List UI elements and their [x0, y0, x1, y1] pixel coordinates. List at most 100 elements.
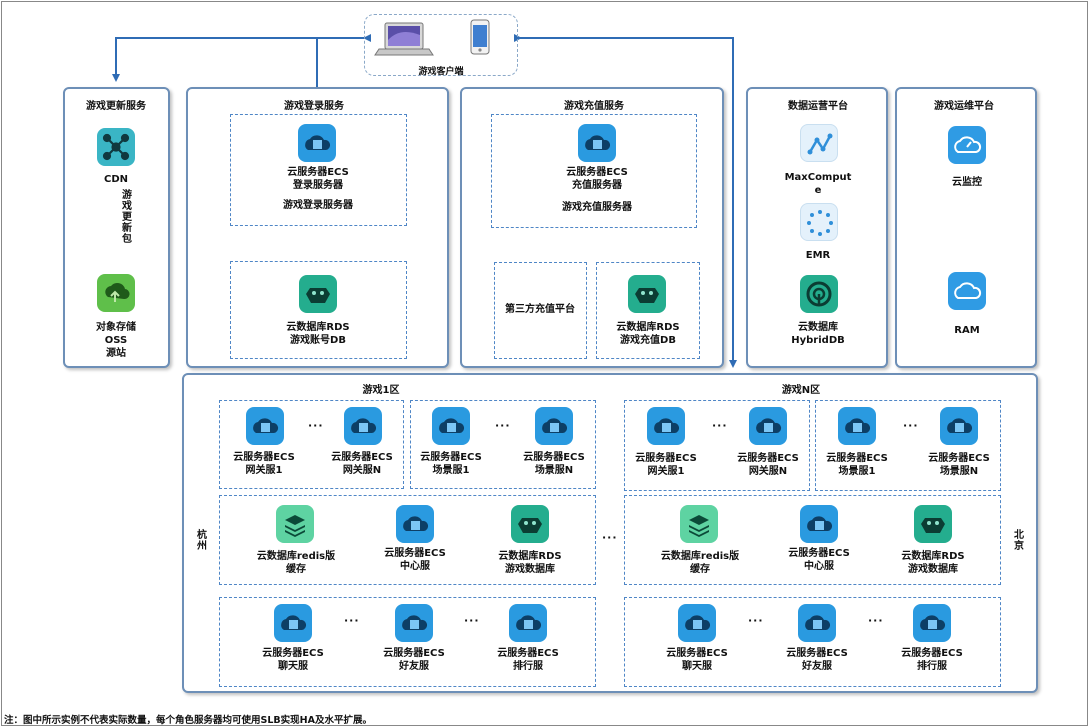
login-service-panel: [186, 87, 449, 368]
ram-label: RAM: [954, 325, 980, 336]
ecs-icon: [396, 505, 434, 543]
ecs-icon: [509, 604, 547, 642]
redis-icon: [276, 505, 314, 543]
ecs-icon: [749, 407, 787, 445]
z1-gateway-group: [219, 400, 404, 489]
ellipsis: ···: [748, 614, 764, 627]
z1-center-line2: 中心服: [400, 561, 430, 572]
login-service-title: 游戏登录服务: [284, 101, 344, 112]
zN-center-line2: 中心服: [804, 561, 834, 572]
z1-gwN-line1: 云服务器ECS: [331, 452, 393, 463]
laptop-phone-icon: [374, 19, 490, 56]
ecs-icon: [647, 407, 685, 445]
ellipsis: ···: [712, 419, 728, 432]
ellipsis: ···: [495, 419, 511, 432]
rds-icon: [628, 275, 666, 313]
z1-core-group: [219, 495, 596, 585]
arrow-client-update: [112, 34, 371, 82]
z1-scene1-line2: 场景服1: [432, 465, 470, 476]
z1-sceneN-line2: 场景服N: [534, 465, 574, 476]
z1-rds-line1: 云数据库RDS: [498, 551, 562, 562]
cloud-monitor-label: 云监控: [952, 177, 982, 188]
ram-icon: [948, 272, 986, 310]
z1-center-line1: 云服务器ECS: [384, 548, 446, 559]
pay-ecs-line1: 云服务器ECS: [566, 167, 628, 178]
data-platform-title: 数据运营平台: [788, 101, 848, 112]
oss-line1: 对象存储: [96, 322, 136, 333]
zone-ellipsis: ···: [602, 531, 618, 544]
zN-friend-line1: 云服务器ECS: [786, 648, 848, 659]
zN-sceneN-line2: 场景服N: [939, 466, 979, 477]
cdn-label: CDN: [103, 174, 129, 185]
ecs-icon: [298, 124, 336, 162]
login-rds-line2: 游戏账号DB: [290, 335, 346, 346]
maxcompute-line1: MaxComput: [784, 172, 852, 183]
rds-icon: [511, 505, 549, 543]
ecs-icon: [940, 407, 978, 445]
ecs-icon: [246, 407, 284, 445]
oss-icon: [97, 274, 135, 312]
zN-scene-group: [815, 400, 1001, 491]
z1-friend-line2: 好友服: [399, 661, 429, 672]
ecs-icon: [344, 407, 382, 445]
emr-icon: [800, 203, 838, 241]
ellipsis: ···: [903, 419, 919, 432]
zN-social-group: [624, 597, 1001, 687]
zN-gateway-group: [624, 400, 810, 491]
ecs-icon: [395, 604, 433, 642]
maxcompute-icon: [800, 124, 838, 162]
login-server-group: [230, 114, 407, 226]
zN-friend-line2: 好友服: [802, 661, 832, 672]
z1-rank-line2: 排行服: [513, 661, 543, 672]
ellipsis: ···: [868, 614, 884, 627]
city-beijing: 北京: [1014, 530, 1024, 552]
update-service-title: 游戏更新服务: [86, 101, 146, 112]
pay-rds-line1: 云数据库RDS: [616, 322, 680, 333]
ecs-icon: [535, 407, 573, 445]
login-ecs-line1: 云服务器ECS: [287, 167, 349, 178]
ecs-icon: [800, 505, 838, 543]
ellipsis: ···: [308, 419, 324, 432]
zN-scene1-line1: 云服务器ECS: [826, 453, 888, 464]
rds-icon: [299, 275, 337, 313]
zoneN-title: 游戏N区: [781, 385, 821, 396]
game-client-box: [364, 14, 518, 76]
third-party-box: [494, 262, 587, 359]
z1-redis-line1: 云数据库redis版: [256, 551, 336, 562]
zN-gwN-line1: 云服务器ECS: [737, 453, 799, 464]
zN-chat-line1: 云服务器ECS: [666, 648, 728, 659]
oss-line3: 源站: [106, 348, 126, 359]
z1-scene1-line1: 云服务器ECS: [420, 452, 482, 463]
zN-gw1-line1: 云服务器ECS: [635, 453, 697, 464]
ecs-icon: [432, 407, 470, 445]
z1-rds-line2: 游戏数据库: [505, 564, 555, 575]
pay-service-title: 游戏充值服务: [564, 101, 624, 112]
zN-center-line1: 云服务器ECS: [788, 548, 850, 559]
z1-gw1-line1: 云服务器ECS: [233, 452, 295, 463]
zN-redis-line1: 云数据库redis版: [660, 551, 740, 562]
hybriddb-icon: [800, 275, 838, 313]
z1-redis-line2: 缓存: [286, 564, 306, 575]
z1-gw1-line2: 网关服1: [245, 465, 283, 476]
pay-ecs-line2: 充值服务器: [572, 180, 622, 191]
zN-rds-line1: 云数据库RDS: [901, 551, 965, 562]
zN-rank-line1: 云服务器ECS: [901, 648, 963, 659]
ellipsis: ···: [344, 614, 360, 627]
zN-rds-line2: 游戏数据库: [908, 564, 958, 575]
ecs-icon: [578, 124, 616, 162]
pay-rds-line2: 游戏充值DB: [620, 335, 676, 346]
maxcompute-line2: e: [814, 185, 822, 196]
hybriddb-line1: 云数据库: [798, 322, 838, 333]
hybriddb-line2: HybridDB: [791, 335, 845, 346]
z1-social-group: [219, 597, 596, 687]
ellipsis: ···: [464, 614, 480, 627]
z1-gwN-line2: 网关服N: [342, 465, 382, 476]
third-party-label: 第三方充值平台: [505, 304, 575, 315]
pay-db-group: [596, 262, 700, 359]
game-zones-panel: [182, 373, 1038, 693]
zN-scene1-line2: 场景服1: [838, 466, 876, 477]
z1-sceneN-line1: 云服务器ECS: [523, 452, 585, 463]
z1-scene-group: [410, 400, 596, 489]
login-group-label: 游戏登录服务器: [283, 200, 353, 211]
